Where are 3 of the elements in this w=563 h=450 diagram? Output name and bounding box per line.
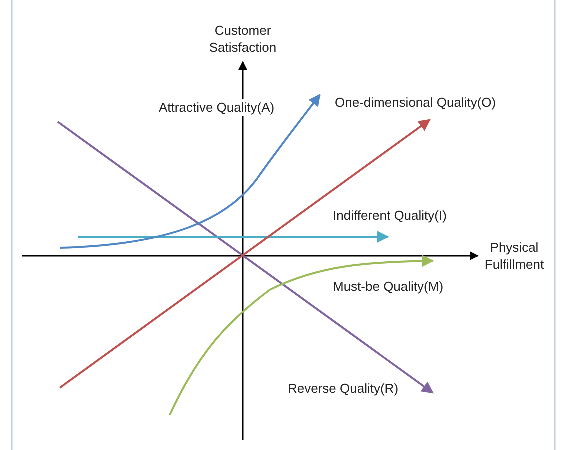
axis-label: Customer Satisfaction (208, 22, 278, 56)
axis-label: Physical Fulfillment (484, 239, 546, 273)
curve-label: Attractive Quality(A) (159, 99, 275, 116)
